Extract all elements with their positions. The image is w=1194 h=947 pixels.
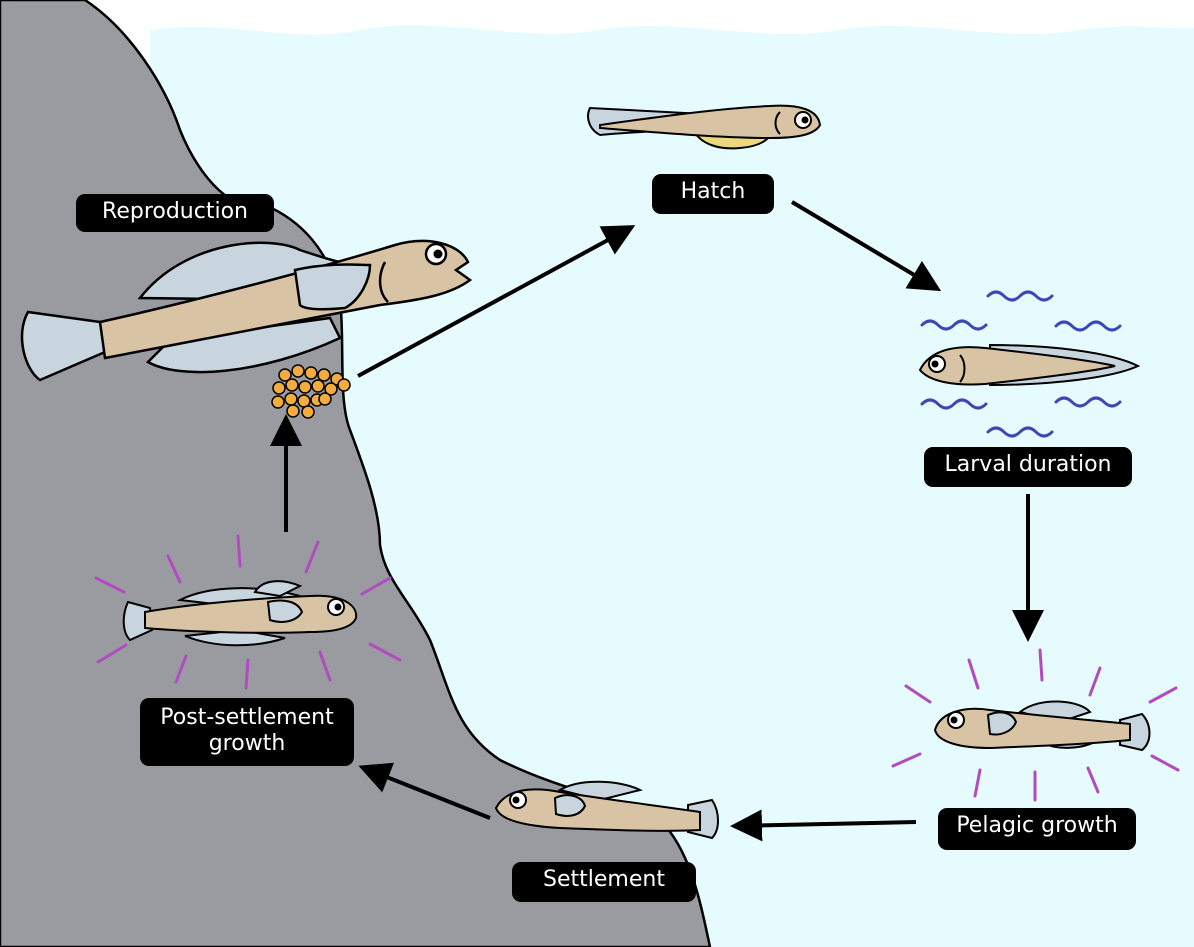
settlement-label-text: Settlement bbox=[526, 867, 682, 893]
pelagic-growth-label-text: Pelagic growth bbox=[952, 813, 1122, 839]
reproduction-label-text: Reproduction bbox=[90, 199, 260, 225]
label-larval-duration: Larval duration bbox=[924, 447, 1132, 487]
hatch-label-text: Hatch bbox=[666, 179, 760, 205]
label-reproduction: Reproduction bbox=[76, 194, 274, 232]
larval-duration-label-text: Larval duration bbox=[938, 452, 1118, 478]
label-post-settlement-growth: Post-settlement growth bbox=[140, 698, 354, 766]
post-settlement-label-line2: growth bbox=[154, 731, 340, 757]
label-pelagic-growth: Pelagic growth bbox=[938, 808, 1136, 850]
label-settlement: Settlement bbox=[512, 862, 696, 902]
label-hatch: Hatch bbox=[652, 174, 774, 214]
post-settlement-label-line1: Post-settlement bbox=[154, 705, 340, 731]
